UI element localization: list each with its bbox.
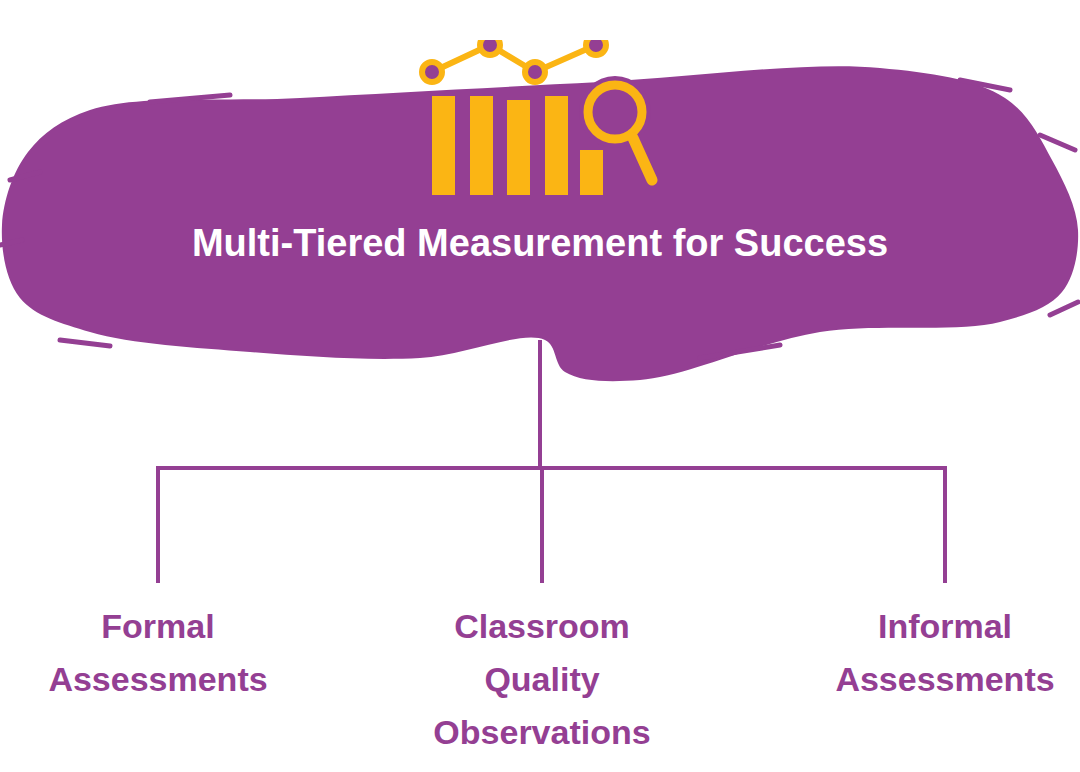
icon-point [586, 40, 606, 55]
icon-point [422, 62, 442, 82]
icon-bar [470, 96, 493, 195]
icon-trend-line [432, 45, 596, 72]
icon-point [525, 62, 545, 82]
tree-connector [158, 340, 540, 583]
text-holder: Multi-Tiered Measurement for Success [0, 218, 1080, 268]
icon-bar [432, 96, 455, 195]
brush-banner: Multi-Tiered Measurement for Success [0, 40, 1080, 390]
icon-bar [545, 96, 568, 195]
brush-stroke [0, 40, 1080, 390]
icon-handle [633, 138, 652, 180]
branch-label: Formal Assessments [27, 600, 289, 706]
icon-bar [507, 100, 530, 195]
brush-streak [150, 95, 230, 102]
branch-title: Formal Assessments [27, 600, 289, 706]
branch-title: Informal Assessments [814, 600, 1076, 706]
branch-label: Classroom Quality Observations [411, 600, 673, 759]
icon-lens [588, 85, 642, 139]
icon-bar [580, 150, 603, 195]
icon-point [480, 40, 500, 55]
text-holder: Classroom Quality Observations [411, 600, 673, 759]
text-holder: Formal Assessments [27, 600, 289, 706]
brush-streak [960, 80, 1010, 90]
brush-streak [1040, 135, 1075, 150]
brush-streak [0, 240, 22, 245]
text-holder: Informal Assessments [814, 600, 1076, 706]
branch-title: Classroom Quality Observations [411, 600, 673, 759]
branch-label: Informal Assessments [814, 600, 1076, 706]
brush-streak [10, 172, 40, 180]
brush-streak [60, 340, 110, 346]
banner-title: Multi-Tiered Measurement for Success [0, 218, 1080, 268]
chart-icon [422, 40, 652, 195]
brush-streak [1050, 302, 1078, 315]
icon-lens-gap [579, 76, 651, 148]
brush-streak [700, 345, 780, 358]
